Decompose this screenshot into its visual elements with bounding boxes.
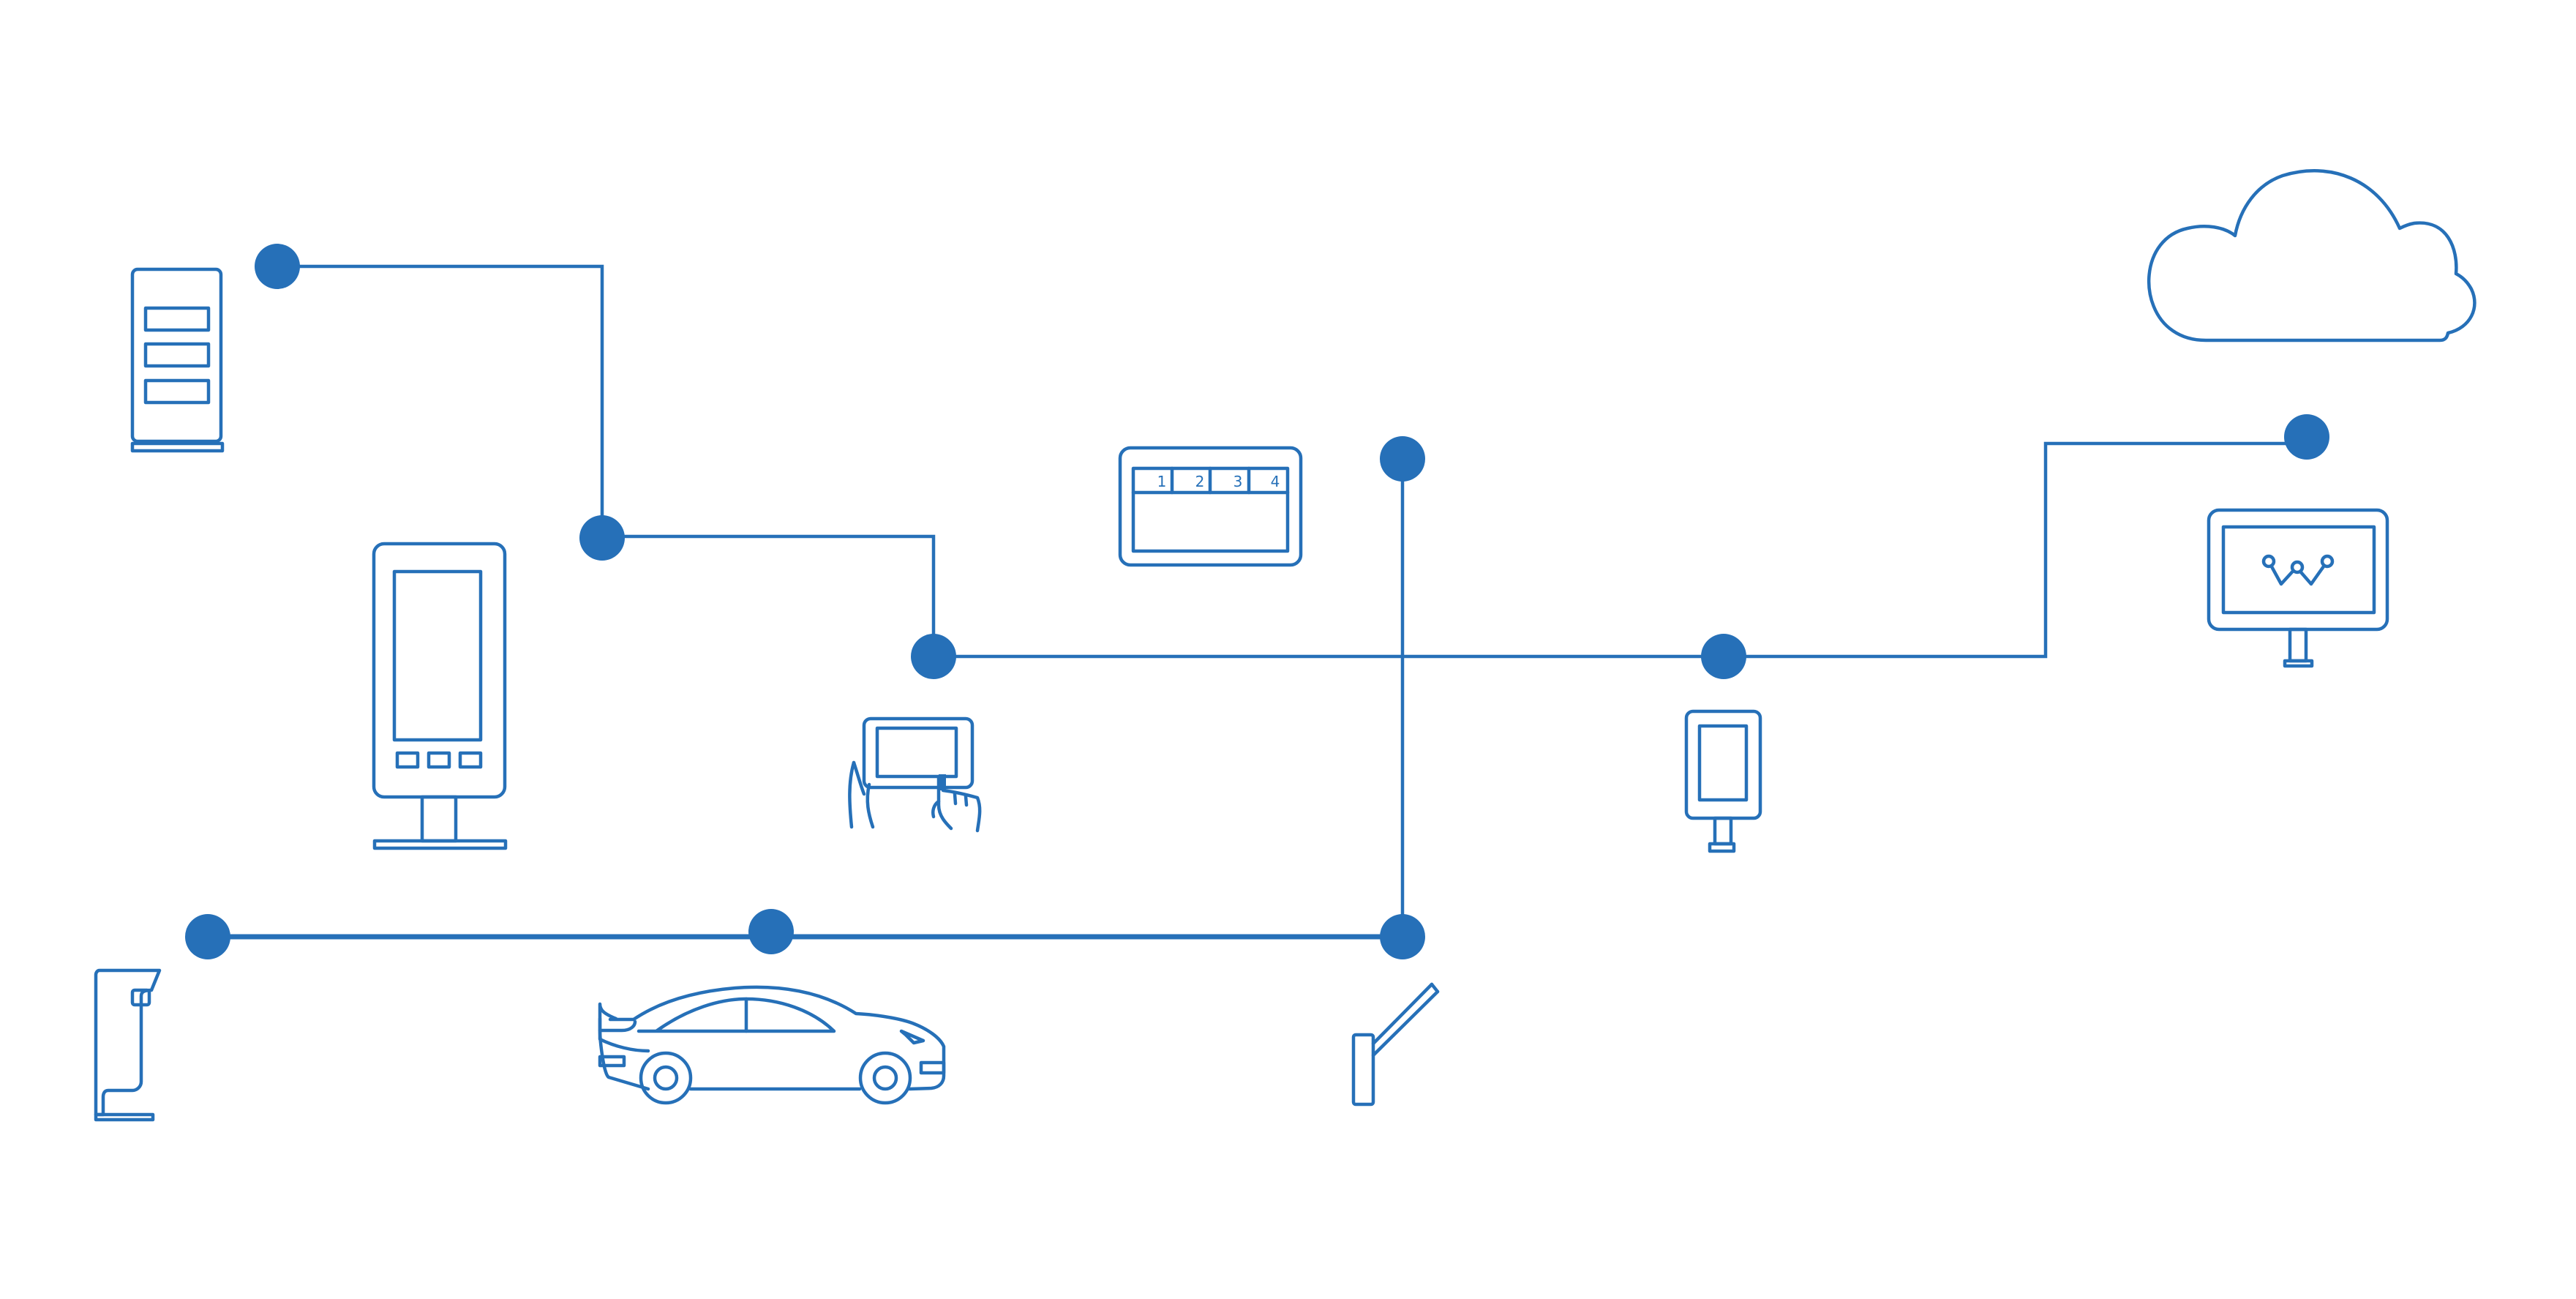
node-tablet bbox=[911, 634, 956, 679]
parking-barrier-icon bbox=[1351, 982, 1440, 1107]
server-icon bbox=[130, 267, 225, 453]
connector-junction-to-tablet bbox=[600, 534, 936, 659]
monitor-screen-3-label: 3 bbox=[1233, 473, 1243, 490]
node-dispenser bbox=[185, 914, 230, 959]
tablet-touch-icon bbox=[848, 716, 982, 833]
node-smart-display bbox=[2284, 414, 2329, 460]
connection-lines bbox=[208, 264, 2309, 940]
kiosk-stand-icon bbox=[372, 542, 508, 850]
monitor-screen-1-label: 1 bbox=[1157, 473, 1167, 490]
node-barrier bbox=[1380, 914, 1425, 959]
small-kiosk-icon bbox=[1684, 709, 1762, 853]
dispenser-icon bbox=[94, 968, 162, 1122]
multi-screen-monitor-icon: 1 2 3 4 bbox=[1118, 446, 1303, 567]
node-server bbox=[255, 244, 300, 289]
smart-display-icon bbox=[2207, 508, 2389, 668]
monitor-screen-4-label: 4 bbox=[1271, 473, 1280, 490]
node-small-kiosk bbox=[1701, 634, 1746, 679]
node-barrier-top bbox=[1380, 436, 1425, 482]
node-car bbox=[748, 909, 794, 954]
cloud-icon bbox=[2147, 169, 2477, 342]
connection-nodes bbox=[185, 244, 2329, 959]
monitor-screen-2-label: 2 bbox=[1195, 473, 1205, 490]
connector-main-horizontal bbox=[931, 441, 2309, 659]
node-kiosk-junction bbox=[579, 515, 625, 561]
connector-server-to-junction bbox=[275, 264, 604, 540]
car-icon bbox=[598, 985, 946, 1105]
